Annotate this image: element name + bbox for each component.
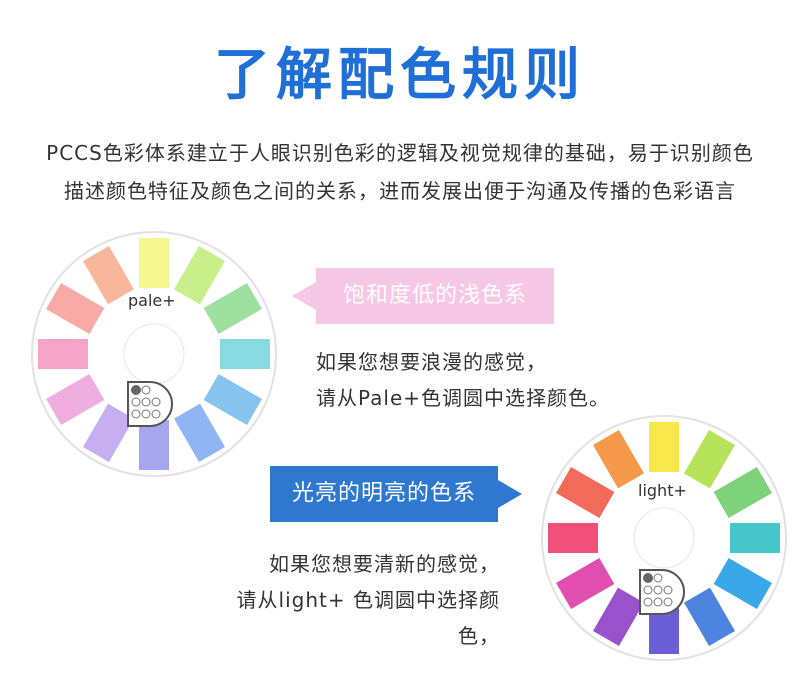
light-color-wheel: light+	[540, 414, 788, 662]
light-swatch-8	[593, 587, 644, 646]
pale-swatch-2	[174, 246, 225, 305]
light-swatch-4	[730, 523, 780, 553]
pale-swatch-11	[46, 283, 105, 334]
wheel-logo-icon	[127, 381, 173, 427]
light-desc-line2: 请从light+ 色调圆中选择颜色，	[236, 588, 500, 648]
light-swatch-3	[713, 467, 772, 518]
pale-swatch-7	[139, 420, 169, 470]
light-desc-line1: 如果您想要清新的感觉，	[269, 552, 500, 576]
light-swatch-2	[684, 430, 735, 489]
pale-swatch-8	[83, 403, 134, 462]
pale-desc-line2: 请从Pale+色调圆中选择颜色。	[316, 386, 611, 410]
pale-color-wheel: pale+	[30, 230, 278, 478]
pale-desc-line1: 如果您想要浪漫的感觉，	[316, 350, 547, 374]
pale-wheel-label: pale+	[128, 291, 176, 310]
pale-swatch-9	[46, 374, 105, 425]
pale-swatch-5	[203, 374, 262, 425]
pale-swatch-6	[174, 403, 225, 462]
light-swatch-12	[593, 430, 644, 489]
pale-swatch-3	[203, 283, 262, 334]
intro-text: PCCS色彩体系建立于人眼识别色彩的逻辑及视觉规律的基础，易于识别颜色描述颜色特…	[46, 141, 754, 203]
pale-swatch-1	[139, 238, 169, 288]
light-swatch-5	[713, 558, 772, 609]
light-wheel-label: light+	[638, 481, 687, 500]
pale-swatch-4	[220, 339, 270, 369]
light-swatch-7	[649, 604, 679, 654]
light-swatch-10	[548, 523, 598, 553]
page-title: 了解配色规则	[214, 43, 586, 108]
pale-tag: 饱和度低的浅色系	[292, 268, 554, 324]
pale-swatch-10	[38, 339, 88, 369]
light-description: 如果您想要清新的感觉， 请从light+ 色调圆中选择颜色，	[200, 546, 500, 654]
light-swatch-1	[649, 422, 679, 472]
wheel-logo-icon	[639, 569, 685, 615]
pale-swatch-12	[83, 246, 134, 305]
pale-description: 如果您想要浪漫的感觉， 请从Pale+色调圆中选择颜色。	[316, 344, 610, 416]
light-swatch-9	[556, 558, 615, 609]
light-tag: 光亮的明亮的色系	[270, 466, 522, 522]
light-swatch-6	[684, 587, 735, 646]
light-swatch-11	[556, 467, 615, 518]
